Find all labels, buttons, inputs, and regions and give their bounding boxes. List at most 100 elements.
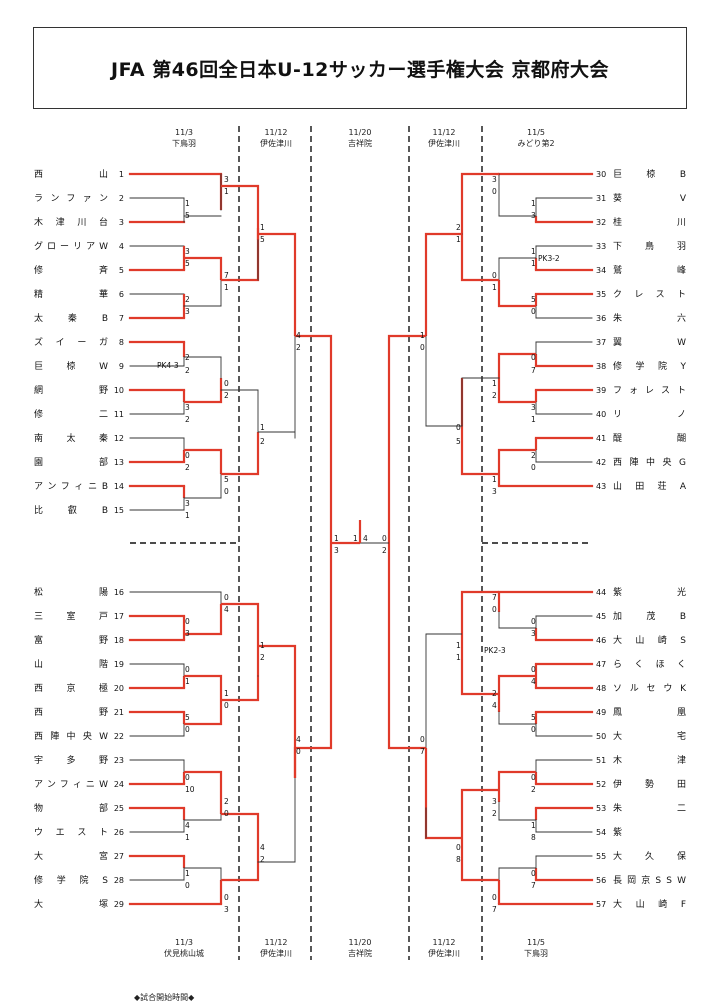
team-name: 巨椋B [613,168,686,180]
bracket-line [497,280,536,308]
match-score: 0 [456,423,461,432]
team-name: 大宅 [613,730,686,742]
team-seed: 35 [596,290,606,299]
bracket-line [184,770,223,814]
match-score: 3 [185,247,190,256]
match-score: 0 [420,343,425,352]
team-name: 大山崎F [613,898,686,910]
match-score: 0 [382,534,387,543]
match-score: 1 [531,415,536,424]
bracket-line [424,232,462,336]
match-score: 0 [531,665,536,674]
match-score: 2 [224,391,229,400]
team-name: ウエスト [34,827,108,838]
pk-note: PK4-3 [157,361,179,370]
match-score: 0 [224,893,229,902]
bracket-line [184,378,223,404]
team-seed: 38 [596,362,606,371]
team-name: 大塚 [34,898,108,910]
team-seed: 14 [114,482,124,491]
match-score: 0 [185,617,190,626]
match-score: 4 [296,735,301,744]
match-score: 3 [492,487,497,496]
match-score: 2 [260,855,265,864]
team-name: 木津 [613,754,686,766]
match-score: 5 [224,475,229,484]
match-score: 1 [456,641,461,650]
bracket-line [424,748,462,840]
match-score: 0 [492,271,497,280]
match-score: 1 [531,247,536,256]
match-score: 0 [492,893,497,902]
team-seed: 32 [596,218,606,227]
team-name: 翼W [613,337,686,348]
team-name: 桂川 [613,216,686,228]
team-seed: 55 [596,852,606,861]
team-name: 鷲峰 [613,264,686,276]
match-score: 2 [492,689,497,698]
match-score: 1 [185,677,190,686]
match-score: 3 [492,175,497,184]
team-seed: 18 [114,636,124,645]
bracket-line [460,234,499,282]
match-score: 10 [185,785,195,794]
team-seed: 28 [114,876,124,885]
bracket-line [221,812,260,862]
team-seed: 40 [596,410,606,419]
match-score: 4 [296,331,301,340]
team-seed: 9 [119,362,124,371]
team-seed: 22 [114,732,124,741]
match-score: 0 [296,747,301,756]
team-name: 園部 [34,456,108,468]
match-score: 5 [531,295,536,304]
match-score: 1 [260,423,265,432]
bracket-line [387,334,426,543]
team-name: 修学院Y [613,360,687,372]
bracket-line [258,644,297,778]
team-name: リノ [613,410,686,420]
match-score: 0 [531,773,536,782]
match-score: 0 [456,843,461,852]
team-name: 宇多野 [34,754,108,766]
team-name: 長岡京SSW [613,874,686,886]
team-seed: 52 [596,780,606,789]
header-venue-bottom: 伏見桃山城 [164,948,204,958]
match-score: 2 [382,546,387,555]
header-date-bottom: 11/5 [527,938,545,947]
match-score: 7 [492,905,497,914]
header-date-top: 11/12 [264,128,287,137]
match-score: 1 [492,379,497,388]
team-seed: 13 [114,458,124,467]
match-score: 0 [531,617,536,626]
team-seed: 26 [114,828,124,837]
match-score: 4 [224,605,229,614]
team-name: 巨椋W [34,360,108,372]
team-name: 松陽 [34,586,108,598]
header-venue-bottom: 伊佐津川 [428,948,460,958]
match-score: 0 [224,593,229,602]
team-seed: 36 [596,314,606,323]
team-seed: 7 [119,314,124,323]
match-score: 8 [456,855,461,864]
team-name: 比叡B [34,504,108,516]
team-name: アンフィニB [34,482,108,492]
team-name: 西山 [34,169,108,180]
match-score: 3 [224,175,229,184]
match-score: 1 [224,187,229,196]
header-date-top: 11/20 [348,128,371,137]
header-date-bottom: 11/3 [175,938,193,947]
bracket-line [387,543,426,750]
match-score: 4 [185,821,190,830]
team-seed: 33 [596,242,606,251]
team-name: 鳳凰 [613,707,686,718]
match-score: 1 [185,511,190,520]
bracket-line [184,256,223,280]
team-seed: 21 [114,708,124,717]
team-name: グローリアW [34,240,108,252]
team-name: 三室戸 [34,610,108,622]
team-seed: 34 [596,266,606,275]
team-name: 修斉 [34,264,108,276]
team-name: 紫 [613,827,622,838]
bracket-line [184,674,223,700]
